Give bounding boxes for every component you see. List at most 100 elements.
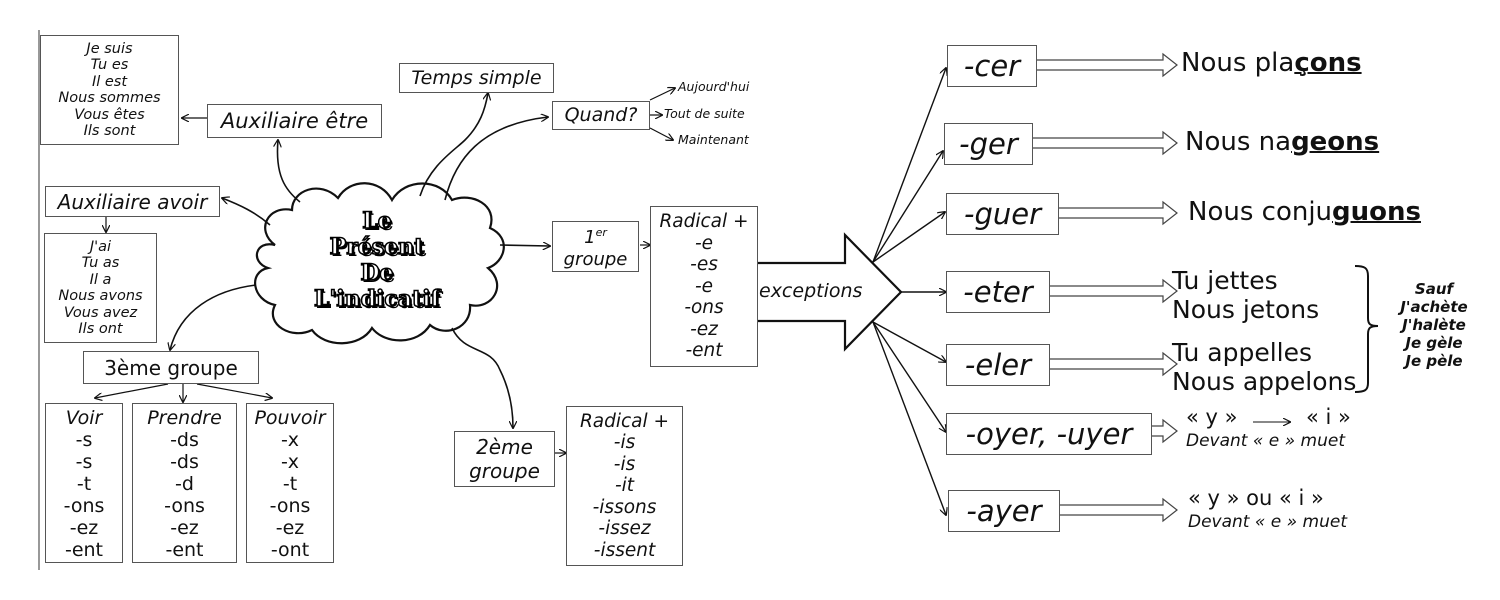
exception-ending: -eler xyxy=(964,347,1032,382)
etre-line: Tu es xyxy=(90,57,129,73)
verb-ending: -ons xyxy=(63,495,105,517)
groupe2-line1: 2ème xyxy=(476,435,533,459)
verb-ending: -ez xyxy=(275,517,305,539)
title-line-4: L'indicatif xyxy=(313,285,440,313)
exception-eter-box: -eter xyxy=(946,271,1050,313)
sauf-line: Je gèle xyxy=(1405,334,1463,352)
connector-3eme-voir xyxy=(95,383,169,398)
exception-ayer-box: -ayer xyxy=(948,490,1060,532)
exception-cer-box: -cer xyxy=(947,45,1037,87)
double-arrow-cer xyxy=(1037,52,1178,78)
ending: -es xyxy=(690,254,718,276)
quand-label: Quand? xyxy=(564,104,638,126)
ending: -issez xyxy=(598,518,651,540)
exception-ending: -cer xyxy=(963,48,1021,83)
verb-ending: -x xyxy=(280,451,300,473)
sauf-line: Je pèle xyxy=(1405,352,1463,370)
verb-prendre-box: Prendre -ds -ds -d -ons -ez -ent xyxy=(132,403,237,563)
groupe1-box: 1er groupe xyxy=(552,221,639,272)
verb-name: Pouvoir xyxy=(254,407,326,429)
verb-ending: -ez xyxy=(170,517,199,539)
radical-label: Radical + xyxy=(659,211,749,233)
quand-option-maintenant: Maintenant xyxy=(678,132,749,147)
groupe3-label: 3ème groupe xyxy=(104,355,238,380)
etre-line: Nous sommes xyxy=(58,90,161,106)
verb-ending: -ont xyxy=(270,539,310,561)
rule-oyer-from: « y » xyxy=(1186,405,1238,429)
verb-ending: -ons xyxy=(164,495,205,517)
exception-ending: -ger xyxy=(959,126,1018,161)
verb-ending: -ds xyxy=(170,451,199,473)
rule-oyer-note: Devant « e » muet xyxy=(1186,431,1345,451)
etre-line: Je suis xyxy=(86,40,133,57)
sauf-list: Sauf J'achète J'halète Je gèle Je pèle xyxy=(1384,280,1484,370)
ending: -is xyxy=(613,432,636,454)
avoir-line: Il a xyxy=(89,271,112,288)
groupe1-endings-box: Radical + -e -es -e -ons -ez -ent xyxy=(650,206,758,367)
example-guer: Nous conjuguons xyxy=(1188,199,1421,225)
exception-ger-box: -ger xyxy=(944,123,1033,165)
example-prefix: Nous pla xyxy=(1181,48,1295,78)
avoir-line: Nous avons xyxy=(58,288,143,304)
example-line: Tu jettes xyxy=(1172,266,1278,295)
groupe1-number: 1er xyxy=(584,222,607,249)
verb-ending: -ent xyxy=(165,539,204,561)
connector-to-auxiliaire-avoir xyxy=(222,198,271,226)
double-arrow-eler xyxy=(1050,351,1178,377)
verb-pouvoir-box: Pouvoir -x -x -t -ons -ez -ont xyxy=(246,403,334,563)
ending: -it xyxy=(614,475,635,497)
groupe1-sup: er xyxy=(595,226,607,239)
verb-voir-box: Voir -s -s -t -ons -ez -ent xyxy=(45,403,123,563)
quand-option-aujourdhui: Aujourd'hui xyxy=(678,79,750,94)
auxiliaire-etre-label: Auxiliaire être xyxy=(220,108,369,133)
connector-to-1er-groupe xyxy=(499,245,550,246)
verb-ending: -t xyxy=(76,473,92,495)
connector-to-3eme-groupe xyxy=(170,284,257,350)
exception-ending: -guer xyxy=(963,196,1042,231)
verb-ending: -ent xyxy=(64,539,104,561)
rule-oyer-to: « i » xyxy=(1306,405,1351,429)
temps-simple-label: Temps simple xyxy=(411,66,542,89)
verb-ending: -t xyxy=(282,473,298,495)
avoir-line: Tu as xyxy=(81,255,120,271)
example-eler: Tu appelles Nous appelons xyxy=(1172,338,1356,396)
connector-quand-aujourdhui xyxy=(649,88,675,101)
etre-line: Vous êtes xyxy=(74,106,145,123)
etre-line: Ils sont xyxy=(83,123,136,139)
fan-arrow-ayer xyxy=(872,321,946,515)
ending: -e xyxy=(694,275,714,297)
connector-3eme-pouvoir xyxy=(196,383,272,398)
auxiliaire-avoir-label: Auxiliaire avoir xyxy=(57,189,208,214)
ending: -issons xyxy=(592,496,657,518)
ending: -ons xyxy=(684,297,724,319)
fan-arrow-ger xyxy=(872,151,943,263)
example-prefix: Nous na xyxy=(1185,127,1292,157)
example-emphasis: çons xyxy=(1294,48,1362,78)
verb-ending: -s xyxy=(75,429,93,451)
example-ger: Nous nageons xyxy=(1185,129,1379,155)
groupe2-line2: groupe xyxy=(469,459,540,483)
avoir-line: J'ai xyxy=(89,238,112,255)
quand-option-tout-de-suite: Tout de suite xyxy=(664,106,745,121)
example-line: Nous appelons xyxy=(1172,367,1357,396)
verb-ending: -ds xyxy=(170,429,199,451)
exception-ending: -oyer, -uyer xyxy=(965,416,1133,451)
quand-box: Quand? xyxy=(552,101,650,130)
verb-ending: -d xyxy=(175,473,194,495)
exception-eler-box: -eler xyxy=(946,344,1050,386)
double-arrow-guer xyxy=(1059,200,1178,226)
etre-line: Il est xyxy=(91,73,128,90)
verb-ending: -ons xyxy=(269,495,311,517)
ending: -e xyxy=(694,232,714,254)
fan-arrow-eler xyxy=(872,321,946,362)
ending: -ent xyxy=(685,340,723,362)
sauf-brace xyxy=(1354,265,1379,393)
temps-simple-box: Temps simple xyxy=(399,63,554,93)
example-eter: Tu jettes Nous jetons xyxy=(1172,266,1319,324)
connector-to-2eme-groupe xyxy=(451,327,513,428)
groupe3-box: 3ème groupe xyxy=(83,351,259,384)
ending: -ez xyxy=(690,318,718,340)
double-arrow-ayer xyxy=(1060,497,1178,523)
fan-arrow-oyer xyxy=(872,321,946,432)
ending: -is xyxy=(613,453,636,475)
